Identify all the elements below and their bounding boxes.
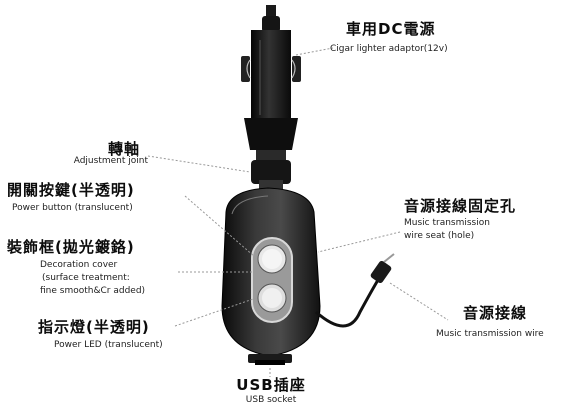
- adjustment-joint-label-en: Adjustment joint: [73, 156, 148, 166]
- decoration-cover: [251, 237, 293, 323]
- decoration-cover-label-en1: Decoration cover: [40, 260, 118, 270]
- usb-socket-label-en: USB socket: [245, 395, 297, 405]
- power-led-label-zh: 指示燈(半透明): [38, 318, 150, 336]
- decoration-cover-label-en2: (surface treatment:: [42, 273, 130, 283]
- adjustment-joint: [251, 150, 291, 192]
- music-wire-label-zh: 音源接線: [463, 304, 528, 322]
- decoration-cover-label-zh: 裝飾框(拋光鍍鉻): [7, 238, 135, 256]
- wire-seat-label-en2: wire seat (hole): [404, 231, 475, 241]
- power-button-label-zh: 開關按鍵(半透明): [7, 181, 135, 199]
- wire-seat-label-zh: 音源接線固定孔: [404, 197, 517, 215]
- music-wire-label-en: Music transmission wire: [436, 329, 544, 339]
- cigar-adaptor-label-en: Cigar lighter adaptor(12v): [330, 44, 448, 54]
- music-wire: [315, 253, 395, 328]
- decoration-cover-label-en3: fine smooth&Cr added): [40, 286, 146, 296]
- cigar-adaptor-label-zh: 車用DC電源: [346, 20, 436, 38]
- power-button-label-en: Power button (translucent): [12, 203, 133, 213]
- leader-lines: [147, 47, 449, 377]
- cigar-plug: [241, 5, 301, 150]
- usb-socket-label-zh: USB插座: [236, 376, 306, 394]
- power-led-label-en: Power LED (translucent): [54, 340, 163, 350]
- adjustment-joint-label-zh: 轉軸: [107, 140, 140, 158]
- wire-seat-label-en1: Music transmission: [404, 218, 490, 228]
